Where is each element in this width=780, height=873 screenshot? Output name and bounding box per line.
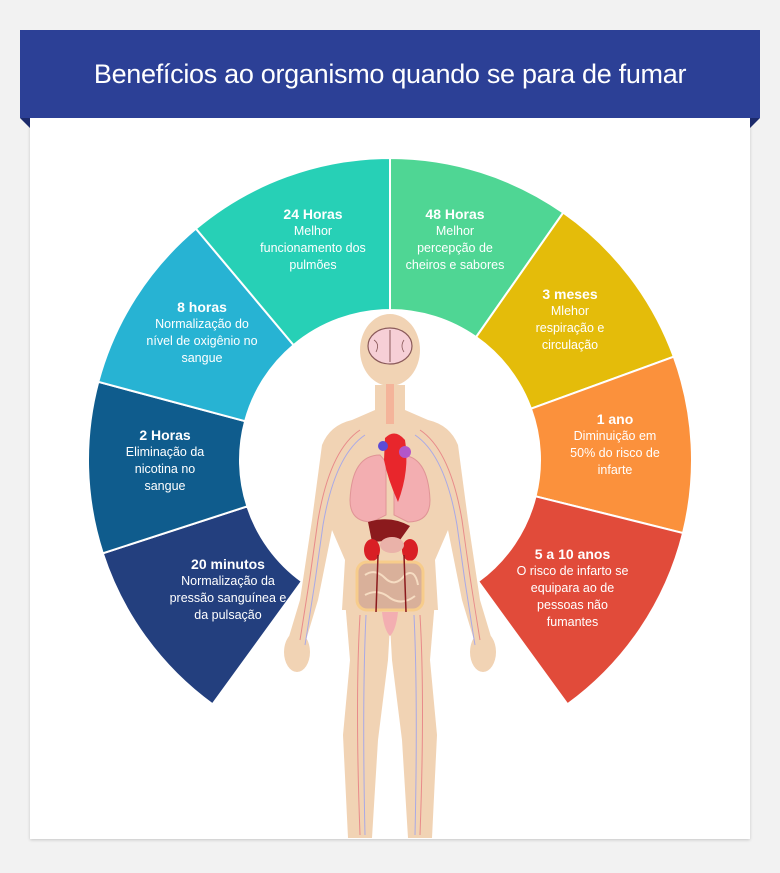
segment-time: 5 a 10 anos [534,546,611,562]
segment-desc-line: pressão sanguínea e [169,591,287,605]
segment-desc-line: respiração e [535,321,605,335]
segment-desc-line: infarte [597,463,633,477]
banner-fold-left [20,118,30,128]
segment-desc-line: Melhor [435,224,475,238]
segment-desc-line: Diminuição em [573,429,657,443]
segment-desc-line: sangue [144,479,186,493]
segment-desc-line: cheiros e sabores [405,258,505,272]
segment-desc-line: pessoas não [537,598,608,612]
segment-desc-line: sangue [181,351,223,365]
banner-fold-right [750,118,760,128]
segment-desc-line: O risco de infarto se [516,564,629,578]
segment-desc-line: nível de oxigênio no [146,334,258,348]
segment-time: 2 Horas [139,427,191,443]
segment-time: 1 ano [596,411,634,427]
title-banner: Benefícios ao organismo quando se para d… [20,30,760,118]
segment-time: 3 meses [542,286,598,302]
ring-wedge [101,505,304,706]
segment-desc-line: da pulsação [194,608,262,622]
segment-desc-line: circulação [541,338,599,352]
ring-wedge [87,380,249,555]
segment-3-meses: 3 meses Mlehor respiração e circulação [505,285,635,354]
segment-20-minutos: 20 minutos Normalização da pressão sangu… [148,555,308,624]
segment-desc-line: Mlehor [550,304,590,318]
segment-time: 20 minutos [191,556,265,572]
segment-desc-line: pulmões [289,258,337,272]
segment-1-ano: 1 ano Diminuição em 50% do risco de infa… [550,410,680,479]
segment-5-a-10-anos: 5 a 10 anos O risco de infarto se equipa… [490,545,655,631]
timeline-ring [87,156,693,706]
ring-wedge [194,156,391,347]
segment-desc-line: 50% do risco de [570,446,660,460]
segment-desc-line: equipara ao de [530,581,615,595]
segment-desc-line: Normalização do [155,317,249,331]
segment-desc-line: Normalização da [181,574,275,588]
segment-desc-line: nicotina no [134,462,196,476]
segment-desc-line: Melhor [293,224,333,238]
ring-wedge [97,227,295,423]
segment-desc-line: percepção de [417,241,493,255]
ring-wedge [476,495,685,706]
segment-8-horas: 8 horas Normalização do nível de oxigêni… [122,298,282,367]
segment-24-horas: 24 Horas Melhor funcionamento dos pulmõe… [238,205,388,274]
human-body-illustration [284,314,496,838]
segment-time: 48 Horas [425,206,485,222]
page-title: Benefícios ao organismo quando se para d… [93,58,687,89]
segment-2-horas: 2 Horas Eliminação da nicotina no sangue [90,426,240,495]
segment-desc-line: fumantes [546,615,599,629]
segment-desc-line: Eliminação da [125,445,205,459]
segment-time: 24 Horas [283,206,343,222]
segment-desc-line: funcionamento dos [260,241,366,255]
segment-time: 8 horas [177,299,227,315]
segment-48-horas: 48 Horas Melhor percepção de cheiros e s… [380,205,530,274]
